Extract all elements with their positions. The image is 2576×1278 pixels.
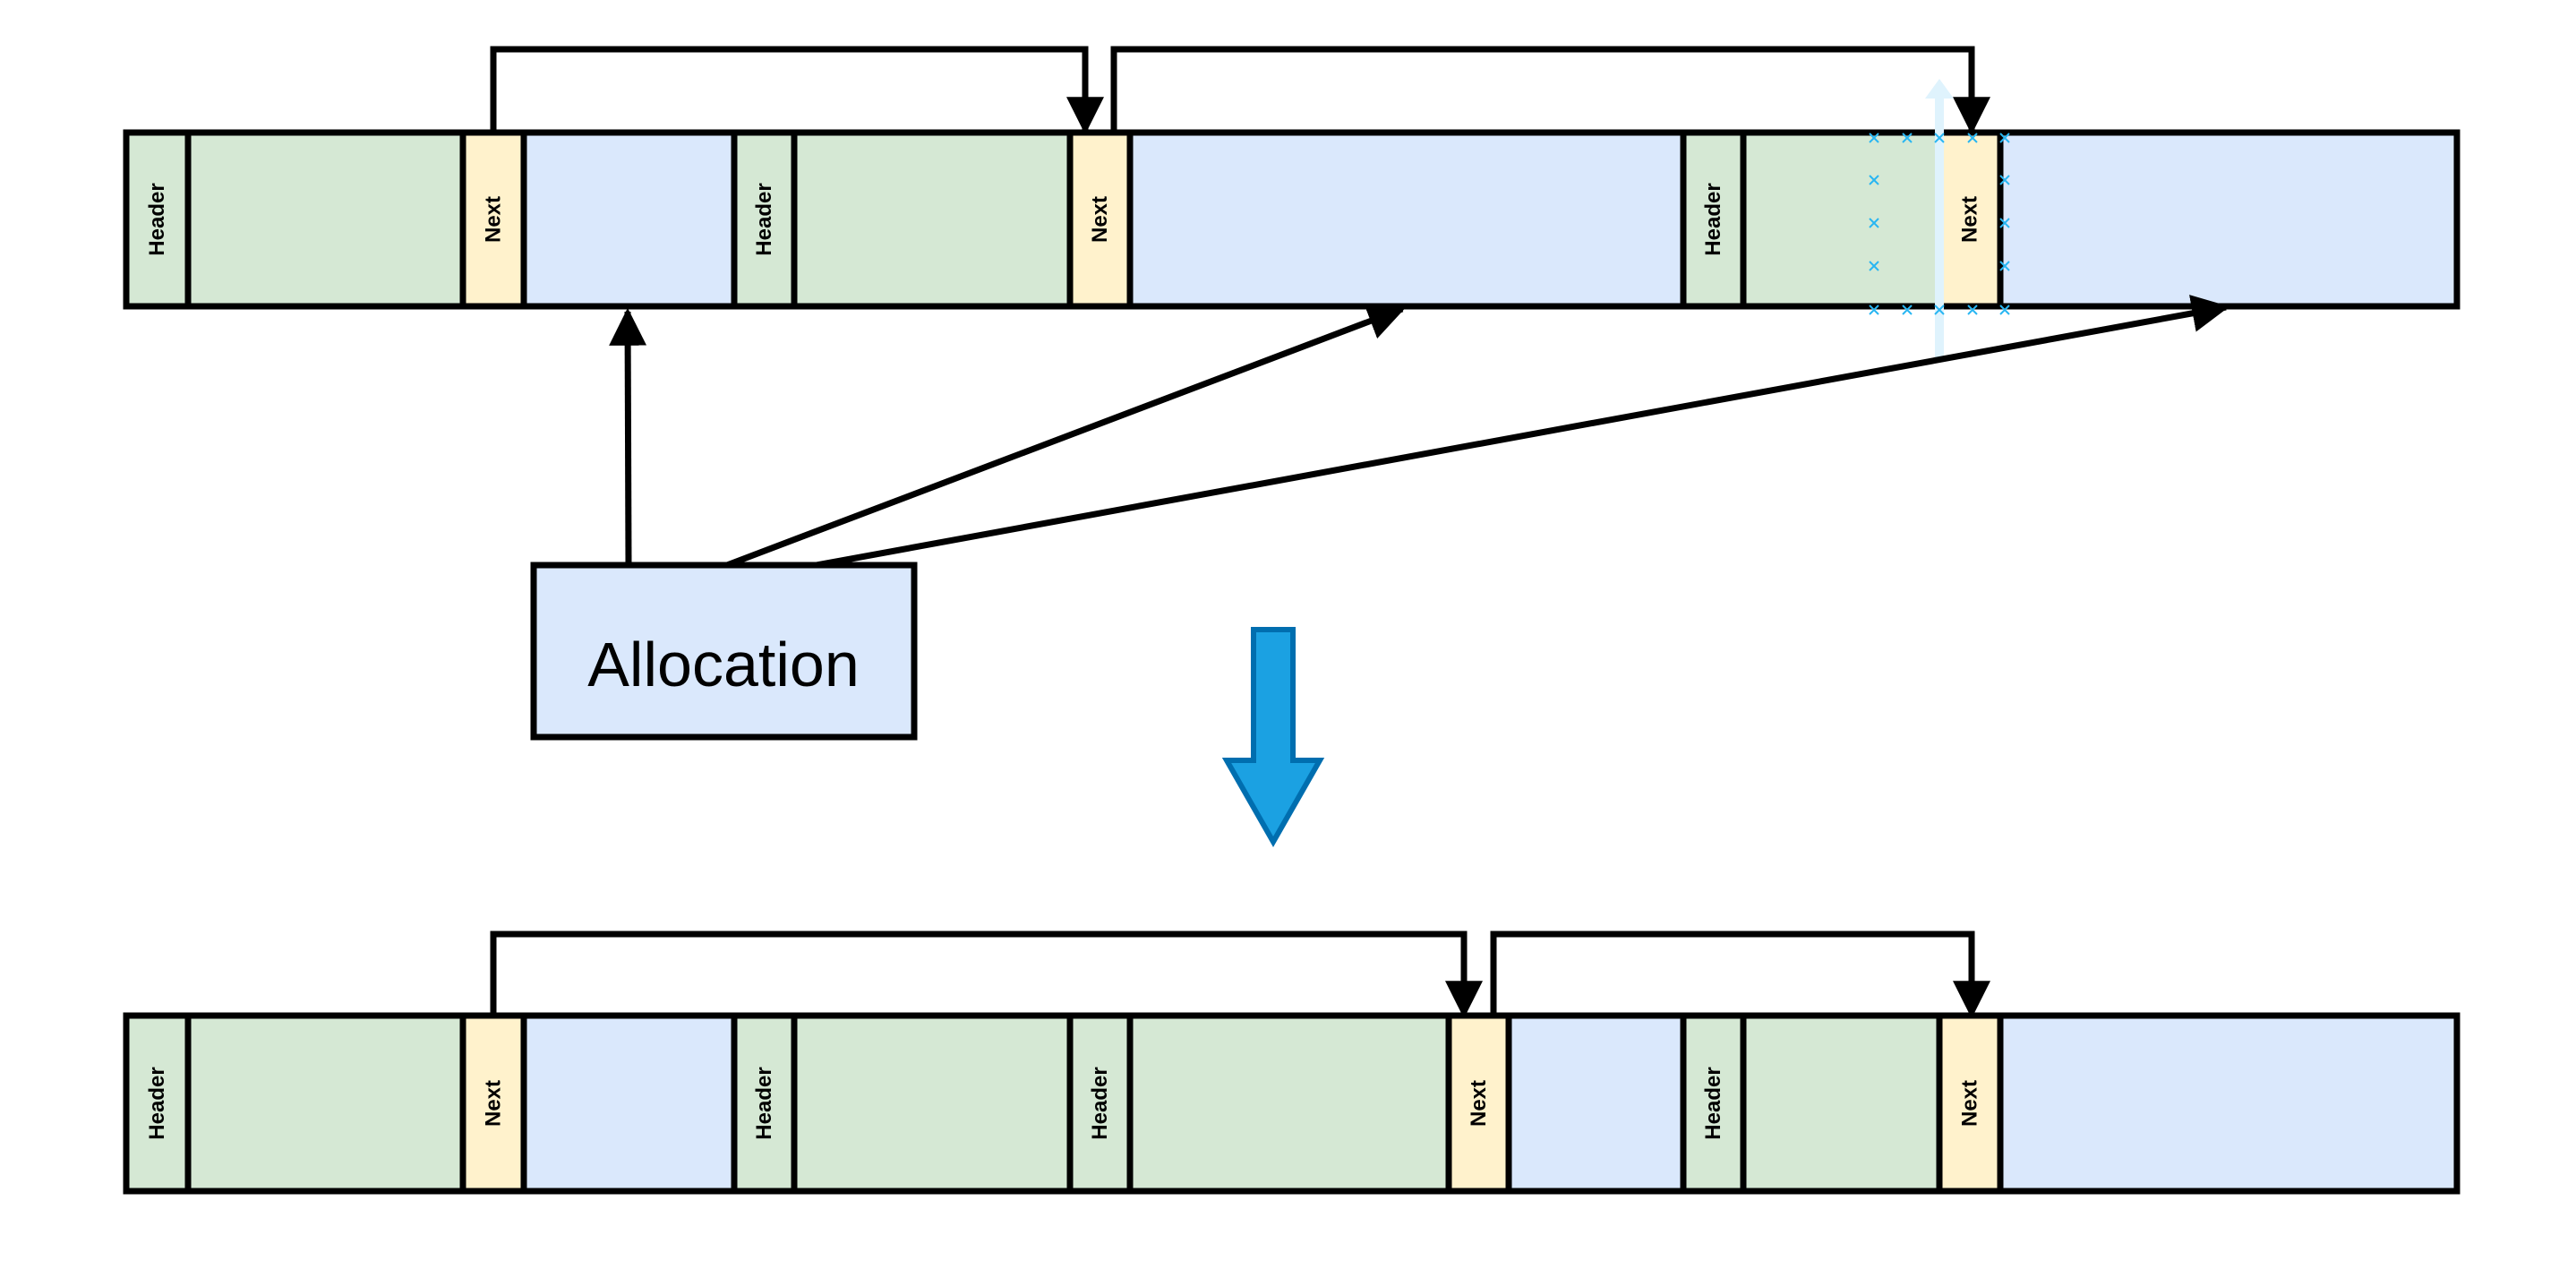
selection-handles <box>1869 79 2010 358</box>
header-label: Header <box>145 183 169 255</box>
free-block <box>1505 1012 1687 1195</box>
next-block: Next <box>459 1012 527 1195</box>
header-block: Header <box>123 1012 192 1195</box>
memory-row-after: Header Next Header Header Next Header Next <box>123 1012 2460 1195</box>
selection-handle-icon <box>1999 218 2010 228</box>
header-label: Header <box>1088 1067 1112 1139</box>
used-block <box>1126 1012 1452 1195</box>
next-link-arrow <box>1110 46 1990 135</box>
selection-handle-icon <box>1999 261 2010 271</box>
free-block <box>520 1012 738 1195</box>
next-label: Next <box>1958 1080 1982 1127</box>
free-block <box>1997 1012 2460 1195</box>
next-block: Next <box>1936 1012 2004 1195</box>
next-link-arrow <box>490 46 1104 135</box>
selection-handle-icon <box>1934 133 1945 143</box>
allocation-label: Allocation <box>587 630 860 699</box>
header-block: Header <box>1680 1012 1747 1195</box>
selection-handle-icon <box>1902 133 1913 143</box>
next-block: Next <box>1445 1012 1512 1195</box>
pointer-arrow <box>725 303 1406 569</box>
pointer-arrow <box>609 307 647 566</box>
selection-handle-icon <box>1967 133 1978 143</box>
header-label: Header <box>1701 1067 1725 1139</box>
selection-handle-icon <box>1999 304 2010 315</box>
memory-row-before: Header Next Header Next Header Next <box>123 129 2460 310</box>
next-label: Next <box>482 1080 506 1127</box>
header-label: Header <box>145 1067 169 1139</box>
selection-handle-icon <box>1934 304 1945 315</box>
free-block <box>520 129 738 310</box>
allocation-box: Allocation <box>530 562 918 741</box>
next-link-arrow <box>1490 931 1990 1019</box>
header-block: Header <box>731 1012 798 1195</box>
used-block <box>791 1012 1074 1195</box>
used-block <box>791 129 1074 310</box>
free-block <box>1126 129 1687 310</box>
used-block <box>1740 129 1943 310</box>
selection-handle-icon <box>1999 175 2010 185</box>
header-label: Header <box>752 1067 776 1139</box>
selection-handle-icon <box>1869 304 1879 315</box>
ghost-move-arrowhead <box>1925 79 1954 99</box>
used-block <box>184 129 466 310</box>
next-link-arrow <box>490 931 1483 1019</box>
next-block: Next <box>1066 129 1134 310</box>
next-label: Next <box>1088 196 1112 243</box>
selection-handle-icon <box>1902 304 1913 315</box>
transition-arrow <box>1221 627 1325 848</box>
next-label: Next <box>1467 1080 1491 1127</box>
selection-handle-icon <box>1869 261 1879 271</box>
selection-handle-icon <box>1967 304 1978 315</box>
pointer-arrow <box>816 295 2230 569</box>
next-label: Next <box>482 196 506 243</box>
used-block <box>184 1012 466 1195</box>
header-block: Header <box>123 129 192 310</box>
free-list-links-before <box>490 46 1990 135</box>
header-block: Header <box>1680 129 1747 310</box>
header-label: Header <box>752 183 776 255</box>
down-arrow-icon <box>1221 627 1325 848</box>
used-block <box>1740 1012 1943 1195</box>
selection-handle-icon <box>1869 218 1879 228</box>
header-label: Header <box>1701 183 1725 255</box>
header-block: Header <box>731 129 798 310</box>
next-block: Next <box>1936 129 2004 310</box>
header-block: Header <box>1066 1012 1134 1195</box>
next-block: Next <box>459 129 527 310</box>
free-list-links-after <box>490 931 1990 1019</box>
selection-handle-icon <box>1869 133 1879 143</box>
selection-handle-icon <box>1869 175 1879 185</box>
selection-handle-icon <box>1999 133 2010 143</box>
allocation-pointers <box>609 295 2230 569</box>
free-block <box>1997 129 2460 310</box>
next-label: Next <box>1958 196 1982 243</box>
